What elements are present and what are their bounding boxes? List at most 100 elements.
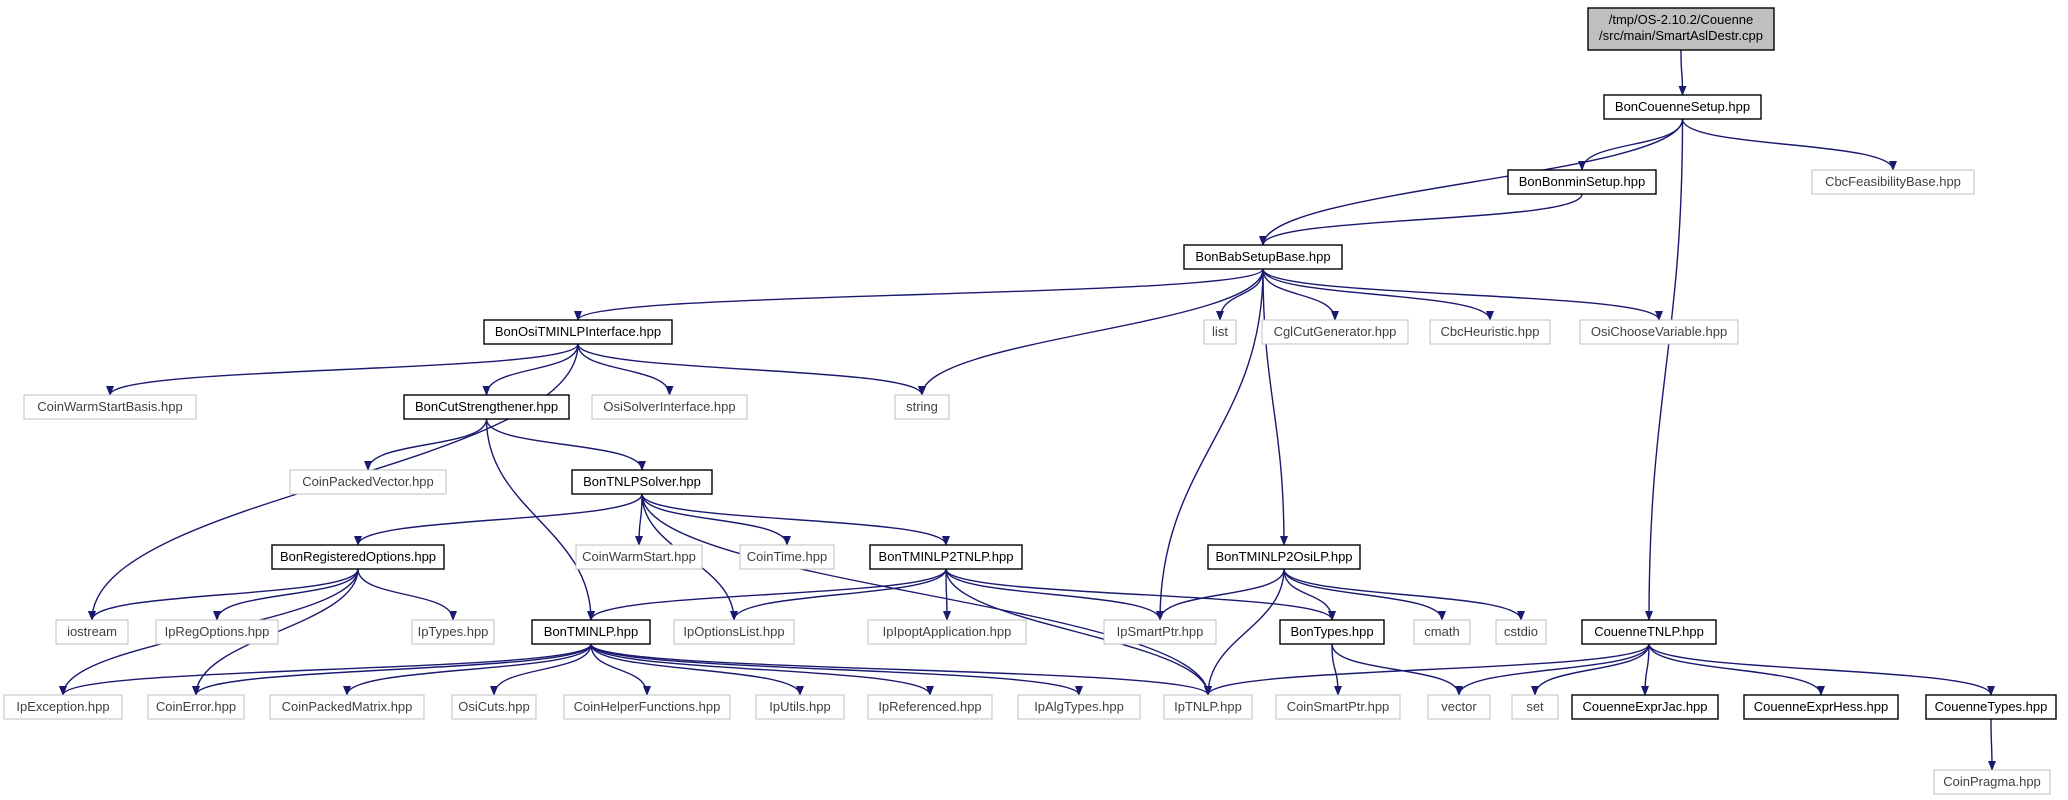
node-label: IpAlgTypes.hpp <box>1034 699 1124 714</box>
node-box <box>1183 244 1343 270</box>
node-box <box>575 544 703 570</box>
node-box <box>403 394 570 420</box>
node-label: BonCouenneSetup.hpp <box>1615 99 1750 114</box>
node-box <box>1275 694 1401 720</box>
node-ctnlp[interactable]: CouenneTNLP.hpp <box>1581 619 1717 645</box>
node-box <box>1603 94 1762 120</box>
node-box <box>1103 619 1217 645</box>
node-btypes[interactable]: BonTypes.hpp <box>1279 619 1385 645</box>
node-ctime: CoinTime.hpp <box>739 544 835 570</box>
node-label: IpSmartPtr.hpp <box>1117 624 1204 639</box>
node-iex: IpException.hpp <box>3 694 123 720</box>
edge-bro-to-ity <box>357 568 457 621</box>
node-cstdio: cstdio <box>1495 619 1547 645</box>
node-box <box>3 694 123 720</box>
node-label: vector <box>1441 699 1477 714</box>
node-box <box>155 619 279 645</box>
node-box <box>1203 319 1237 345</box>
edge-bro-to-iostream <box>88 568 359 621</box>
node-bbs[interactable]: BonBonminSetup.hpp <box>1507 169 1657 195</box>
edge-bcs-to-ctnlp <box>1645 118 1684 621</box>
node-label: CouenneTNLP.hpp <box>1594 624 1704 639</box>
node-label: BonTNLPSolver.hpp <box>583 474 701 489</box>
node-iostream: iostream <box>55 619 129 645</box>
node-label: CbcHeuristic.hpp <box>1441 324 1540 339</box>
node-bt2t[interactable]: BonTMINLP2TNLP.hpp <box>869 544 1023 570</box>
node-box <box>451 694 537 720</box>
node-label: BonTMINLP2TNLP.hpp <box>879 549 1014 564</box>
edge-btnlps-to-bt2t <box>641 493 950 546</box>
node-box <box>531 619 651 645</box>
node-cwsb: CoinWarmStartBasis.hpp <box>23 394 197 420</box>
node-cmath: cmath <box>1413 619 1471 645</box>
edge-ctnlp-to-itnlp <box>1204 643 1650 696</box>
node-box <box>1571 694 1719 720</box>
node-bcst[interactable]: BonCutStrengthener.hpp <box>403 394 570 420</box>
node-bt2o[interactable]: BonTMINLP2OsiLP.hpp <box>1207 544 1361 570</box>
node-ocv: OsiChooseVariable.hpp <box>1579 319 1739 345</box>
edge-btminlp-to-ialg <box>590 643 1083 696</box>
node-label: IpIpoptApplication.hpp <box>883 624 1012 639</box>
node-box <box>1743 694 1899 720</box>
node-label: CoinWarmStartBasis.hpp <box>37 399 182 414</box>
edge-bcs-to-bbs <box>1578 118 1684 171</box>
node-label: BonTMINLP.hpp <box>544 624 638 639</box>
node-label: OsiChooseVariable.hpp <box>1591 324 1727 339</box>
node-box <box>1427 694 1491 720</box>
node-label: IpUtils.hpp <box>769 699 830 714</box>
node-box <box>867 619 1027 645</box>
node-box <box>591 394 748 420</box>
node-vector: vector <box>1427 694 1491 720</box>
node-label: BonBabSetupBase.hpp <box>1195 249 1330 264</box>
node-isp: IpSmartPtr.hpp <box>1103 619 1217 645</box>
node-bcs[interactable]: BonCouenneSetup.hpp <box>1603 94 1762 120</box>
edge-bt2o-to-btypes <box>1283 568 1336 621</box>
node-box <box>1581 619 1717 645</box>
node-box <box>867 694 993 720</box>
node-label: OsiSolverInterface.hpp <box>603 399 735 414</box>
node-btminlp[interactable]: BonTMINLP.hpp <box>531 619 651 645</box>
node-box <box>1587 7 1775 51</box>
node-label: cstdio <box>1504 624 1538 639</box>
node-box <box>1017 694 1141 720</box>
node-box <box>755 694 845 720</box>
node-cej[interactable]: CouenneExprJac.hpp <box>1571 694 1719 720</box>
node-iro: IpRegOptions.hpp <box>155 619 279 645</box>
edge-bt2t-to-iia <box>942 568 951 621</box>
node-box <box>1933 769 2051 795</box>
node-label: CoinHelperFunctions.hpp <box>574 699 721 714</box>
node-btnlps[interactable]: BonTNLPSolver.hpp <box>571 469 713 495</box>
node-label: iostream <box>67 624 117 639</box>
node-box <box>571 469 713 495</box>
node-itnlp: IpTNLP.hpp <box>1163 694 1253 720</box>
node-list: list <box>1203 319 1237 345</box>
node-box <box>271 544 445 570</box>
node-box <box>563 694 731 720</box>
node-label: CouenneExprHess.hpp <box>1754 699 1888 714</box>
node-label: CoinError.hpp <box>156 699 236 714</box>
edge-btnlps-to-cws <box>635 493 644 546</box>
node-bsb[interactable]: BonBabSetupBase.hpp <box>1183 244 1343 270</box>
node-box <box>147 694 245 720</box>
node-label: BonTypes.hpp <box>1290 624 1373 639</box>
node-label: CoinPackedVector.hpp <box>302 474 434 489</box>
edge-bt2t-to-btminlp <box>587 568 947 621</box>
edge-ctnlp-to-ceh <box>1648 643 1825 696</box>
node-boti[interactable]: BonOsiTMINLPInterface.hpp <box>483 319 673 345</box>
node-label: cmath <box>1424 624 1459 639</box>
node-box <box>1279 619 1385 645</box>
node-ocuts: OsiCuts.hpp <box>451 694 537 720</box>
edge-bsb-to-string <box>918 268 1264 396</box>
node-ctypes[interactable]: CouenneTypes.hpp <box>1925 694 2057 720</box>
edge-btminlp-to-itnlp <box>590 643 1212 696</box>
node-box <box>1579 319 1739 345</box>
node-root[interactable]: /tmp/OS-2.10.2/Couenne/src/main/SmartAsl… <box>1587 7 1775 51</box>
edge-btminlp-to-iref <box>590 643 934 696</box>
node-bro[interactable]: BonRegisteredOptions.hpp <box>271 544 445 570</box>
node-label: set <box>1526 699 1544 714</box>
edge-btnlps-to-bro <box>354 493 643 546</box>
node-ceh[interactable]: CouenneExprHess.hpp <box>1743 694 1899 720</box>
edge-btypes-to-vector <box>1331 643 1463 696</box>
node-box <box>289 469 447 495</box>
node-label: BonCutStrengthener.hpp <box>415 399 558 414</box>
